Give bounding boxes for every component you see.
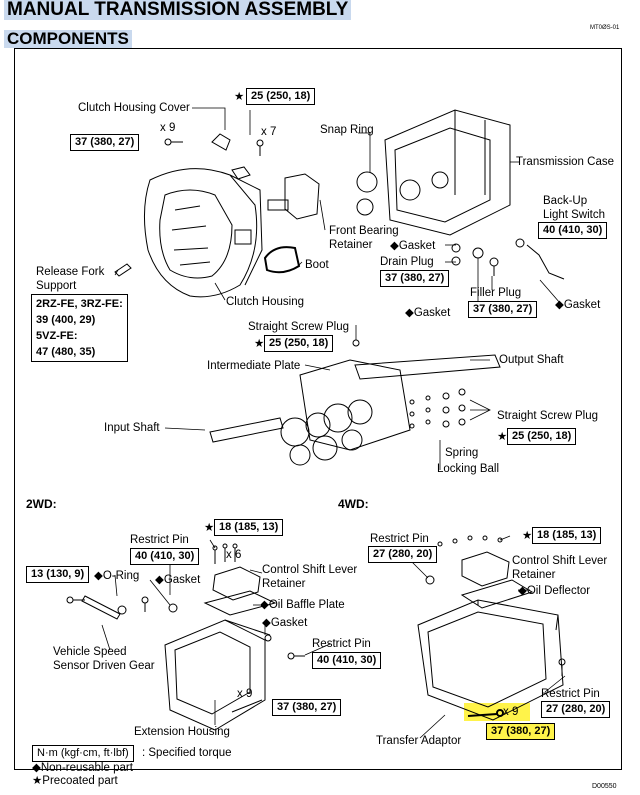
torque-25-box-b: 25 (250, 18): [264, 335, 334, 352]
legend-non-reusable: ◆Non-reusable part: [32, 762, 133, 774]
4wd-oil-deflector-label: ◆Oil Deflector: [518, 585, 591, 597]
4wd-restrict-pin-label: Restrict Pin: [370, 533, 429, 545]
engine-torque-spec-box: 2RZ-FE, 3RZ-FE: 39 (400, 29) 5VZ-FE: 47 …: [31, 294, 128, 362]
image-code: D00550: [592, 783, 617, 790]
4wd-torque-18-box: 18 (185, 13): [532, 527, 602, 544]
4wd-torque-27-box-b: 27 (280, 20): [541, 701, 611, 718]
clutch-housing-label: Clutch Housing: [226, 296, 304, 308]
torque-25-box-c: 25 (250, 18): [507, 428, 577, 445]
2wd-torque-40-box-b: 40 (410, 30): [312, 652, 382, 669]
4wd-torque-37-box: 37 (380, 27): [486, 723, 556, 740]
input-shaft-label: Input Shaft: [104, 422, 160, 434]
straight-screw-plug-label-a: Straight Screw Plug: [248, 321, 349, 333]
x7-label: x 7: [261, 126, 277, 138]
2wd-control-shift-lever-retainer-label: Control Shift Lever Retainer: [262, 564, 358, 590]
precoat-star-b: ★: [254, 338, 265, 350]
4wd-torque-27-box: 27 (280, 20): [368, 546, 438, 563]
2wd-gasket-label-b: ◆Gasket: [262, 617, 308, 629]
2wd-vehicle-speed-sensor-label: Vehicle Speed Sensor Driven Gear: [53, 646, 155, 672]
screw-plugs-drawing: [409, 388, 466, 429]
locking-ball-label: Locking Ball: [437, 463, 500, 475]
diagram-frame: [14, 48, 622, 770]
straight-screw-plug-label-b: Straight Screw Plug: [497, 410, 598, 422]
figure-code: MT0ØS-01: [590, 25, 620, 31]
page-title: MANUAL TRANSMISSION ASSEMBLY: [4, 0, 352, 20]
leader-lines: [101, 107, 566, 739]
page-subtitle: COMPONENTS: [4, 30, 132, 48]
snap-ring-label: Snap Ring: [320, 124, 374, 136]
2wd-x6-label: x 6: [226, 549, 242, 561]
x9-label-a: x 9: [160, 122, 176, 134]
2wd-oil-baffle-plate-label: ◆Oil Baffle Plate: [260, 599, 345, 611]
4wd-restrict-pin-label-b: Restrict Pin: [541, 688, 600, 700]
2wd-restrict-pin-label: Restrict Pin: [130, 534, 189, 546]
gasket-label-a: ◆Gasket: [390, 240, 436, 252]
gasket-label-b: ◆Gasket: [405, 307, 451, 319]
drain-plug-label: Drain Plug: [380, 256, 434, 268]
2wd-precoat-star: ★: [204, 522, 215, 534]
2wd-torque-13-box: 13 (130, 9): [26, 566, 90, 583]
gasket-label-c: ◆Gasket: [555, 299, 601, 311]
2wd-torque-37-box: 37 (380, 27): [272, 699, 342, 716]
transfer-adaptor-drawing: [417, 599, 564, 721]
boot-label: Boot: [305, 259, 329, 271]
2wd-x9-label: x 9: [237, 688, 253, 700]
2wd-extension-housing-label: Extension Housing: [134, 726, 230, 738]
torque-40-box-a: 40 (410, 30): [538, 222, 608, 239]
legend-precoated: ★Precoated part: [32, 775, 118, 787]
4wd-heading: 4WD:: [338, 497, 369, 511]
2wd-restrict-pin-label-b: Restrict Pin: [312, 638, 371, 650]
filler-plug-label: Filler Plug: [470, 287, 522, 299]
clutch-housing-cover-label: Clutch Housing Cover: [78, 102, 190, 114]
precoat-star-a: ★: [234, 91, 245, 103]
torque-37-box-a: 37 (380, 27): [70, 134, 140, 151]
legend-unit-box: N·m (kgf·cm, ft·lbf): [32, 745, 134, 762]
transmission-case-drawing: [384, 109, 511, 236]
4wd-x9-label: x 9: [503, 706, 519, 718]
torque-37-box-c: 37 (380, 27): [468, 301, 538, 318]
2wd-gasket-label-a: ◆Gasket: [155, 574, 201, 586]
clutch-housing-drawing: [143, 168, 263, 298]
2wd-torque-40-box: 40 (410, 30): [130, 548, 200, 565]
release-fork-support-label: Release Fork Support: [36, 266, 105, 292]
torque-25-box-a: 25 (250, 18): [246, 88, 316, 105]
legend-unit-desc: : Specified torque: [142, 747, 232, 759]
4wd-transfer-adaptor-label: Transfer Adaptor: [376, 735, 462, 747]
backup-light-switch-label: Back-Up Light Switch: [543, 195, 606, 221]
gear-assembly-drawing: [209, 354, 501, 466]
intermediate-plate-label: Intermediate Plate: [207, 360, 301, 372]
cover-part-b: [231, 166, 251, 180]
output-shaft-label: Output Shaft: [499, 354, 564, 366]
2wd-heading: 2WD:: [26, 497, 57, 511]
extension-housing-drawing: [164, 619, 271, 731]
front-bearing-retainer-label: Front Bearing Retainer: [329, 225, 399, 251]
precoat-star-c: ★: [497, 431, 508, 443]
cover-part-a: [211, 133, 231, 151]
torque-37-box-b: 37 (380, 27): [380, 270, 450, 287]
2wd-o-ring-label: ◆O-Ring: [94, 570, 140, 582]
spring-label: Spring: [445, 447, 479, 459]
4wd-control-shift-lever-retainer-label: Control Shift Lever Retainer: [512, 555, 608, 581]
2wd-torque-18-box: 18 (185, 13): [214, 519, 284, 536]
4wd-precoat-star: ★: [522, 530, 533, 542]
transmission-case-label: Transmission Case: [516, 156, 614, 168]
